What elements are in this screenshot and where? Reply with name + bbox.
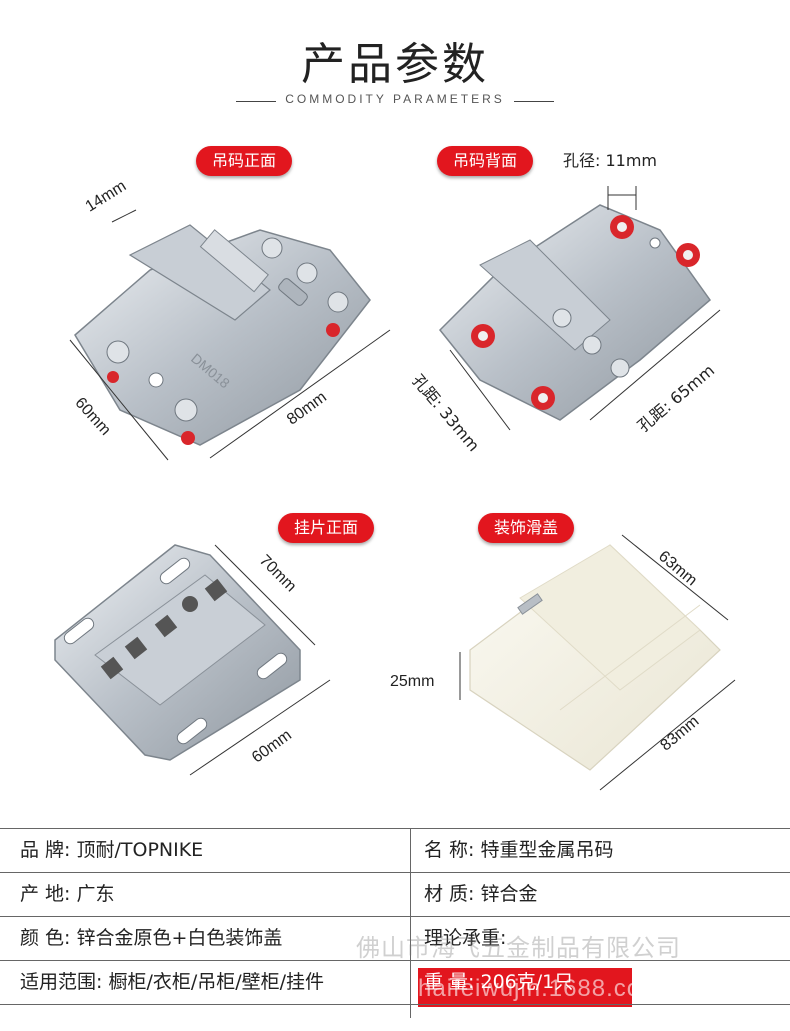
table-row: 品 牌: 顶耐/TOPNIKE 名 称: 特重型金属吊码 <box>0 829 790 873</box>
table-row: 适用范围: 橱柜/衣柜/吊柜/壁柜/挂件 重 量: 206克/1只 <box>0 961 790 1005</box>
spec-material: 材 质: 锌合金 <box>424 883 538 905</box>
watermark-company: 佛山市海飞五金制品有限公司 <box>356 935 681 962</box>
badge-hanger-front: 吊码正面 <box>196 146 293 176</box>
hanger-front-image: DM018 <box>69 209 391 461</box>
weight-highlight <box>418 968 632 1007</box>
spec-brand: 品 牌: 顶耐/TOPNIKE <box>20 839 204 861</box>
table-row: 颜 色: 锌合金原色+白色装饰盖 理论承重: <box>0 917 790 961</box>
hole-diameter-label: 孔径: 11mm <box>563 151 658 170</box>
watermark-url: haifeiwujin.1688.com <box>418 975 663 1002</box>
dim-cover-height: 25mm <box>390 673 435 690</box>
spec-load: 理论承重: <box>424 927 507 949</box>
spec-origin: 产 地: 广东 <box>20 883 115 905</box>
hanger-back-image <box>438 186 721 431</box>
subtitle-divider-right <box>514 101 554 102</box>
page-subtitle: COMMODITY PARAMETERS <box>285 92 505 106</box>
slide-cover-image <box>459 534 736 791</box>
table-divider <box>410 828 411 1018</box>
table-row: 产 地: 广东 材 质: 锌合金 <box>0 873 790 917</box>
subtitle-divider-left <box>236 101 276 102</box>
badge-plate-front: 挂片正面 <box>278 513 375 543</box>
spec-table: 品 牌: 顶耐/TOPNIKE 名 称: 特重型金属吊码 产 地: 广东 材 质… <box>0 828 790 1019</box>
mounting-plate-image <box>54 544 331 776</box>
spec-name: 名 称: 特重型金属吊码 <box>424 839 614 861</box>
page-title: 产品参数 <box>301 39 489 90</box>
badge-slide-cover: 装饰滑盖 <box>478 513 575 543</box>
spec-weight: 重 量: 206克/1只 <box>424 971 574 993</box>
badge-hanger-back: 吊码背面 <box>437 146 534 176</box>
spec-color: 颜 色: 锌合金原色+白色装饰盖 <box>20 927 283 949</box>
spec-usage: 适用范围: 橱柜/衣柜/吊柜/壁柜/挂件 <box>20 971 325 993</box>
product-illustrations: DM018 <box>54 186 736 791</box>
